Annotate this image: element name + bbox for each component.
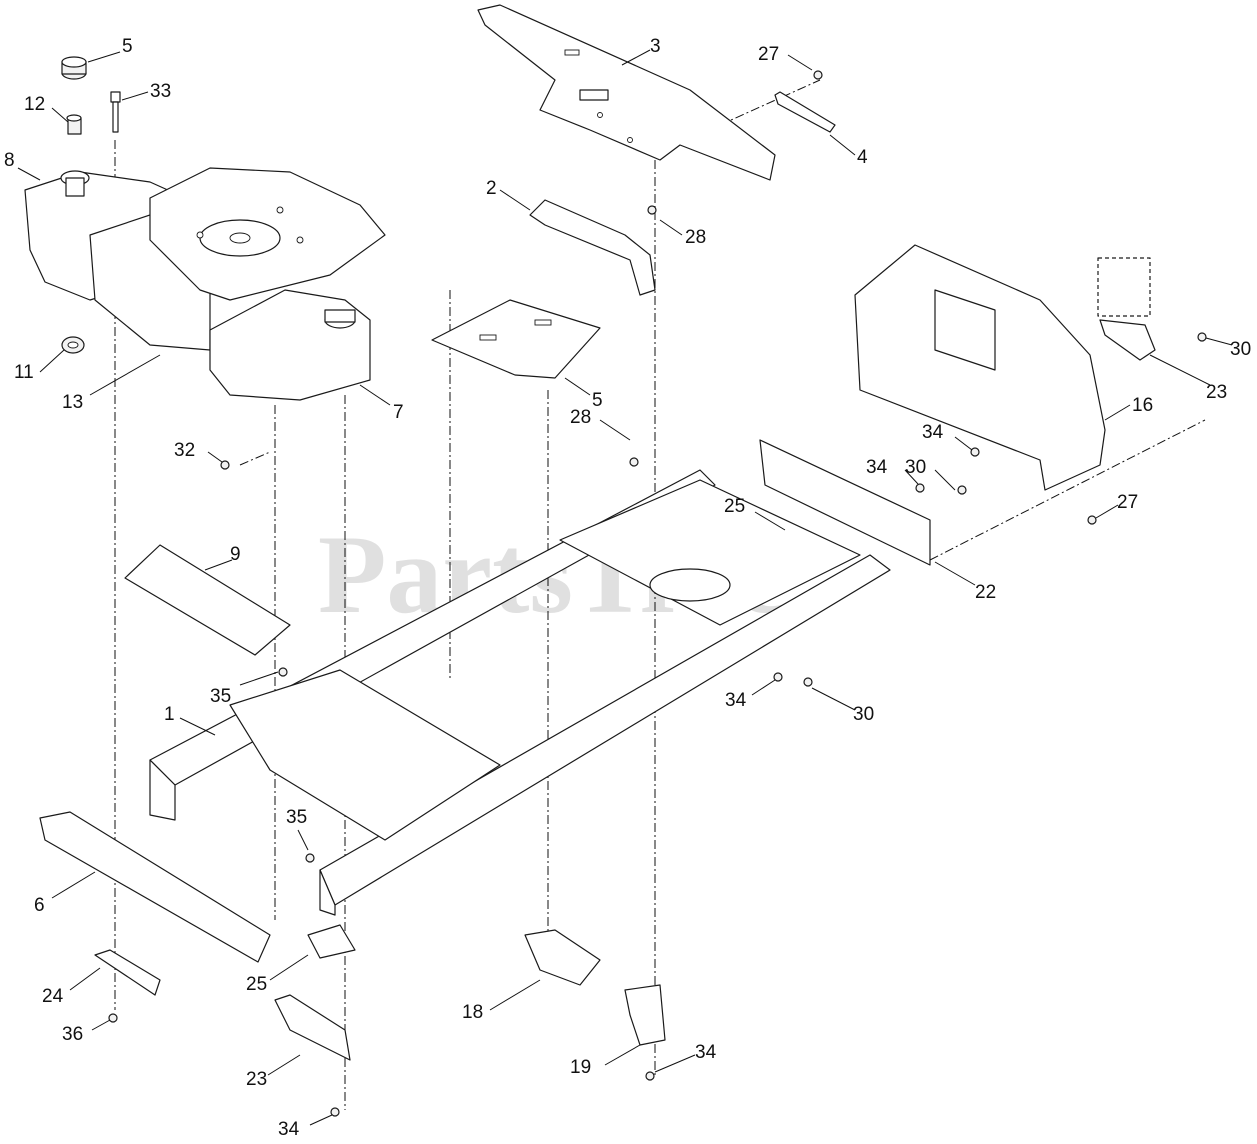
- callout-28-mid: 28: [570, 407, 591, 428]
- fasteners: [108, 70, 1207, 1117]
- main-frame: [149, 469, 891, 916]
- fuel-cap: [61, 56, 87, 80]
- bracket-23: [94, 949, 161, 996]
- bracket-19: [624, 984, 666, 1046]
- callout-11: 11: [14, 362, 34, 383]
- callout-34-right: 34: [922, 422, 944, 443]
- callout-3: 3: [650, 36, 661, 57]
- plate-9: [124, 544, 291, 656]
- callout-28-top: 28: [685, 227, 706, 248]
- callout-30-mid: 30: [905, 457, 926, 478]
- callout-27-top: 27: [758, 44, 779, 65]
- tank-top-deck: [149, 167, 386, 301]
- callout-36: 36: [62, 1024, 83, 1045]
- callout-8: 8: [4, 150, 15, 171]
- callout-24: 25: [246, 974, 267, 995]
- fuel-cap-adapter: [66, 114, 82, 135]
- bracket-24: [307, 924, 356, 959]
- bracket-2: [529, 199, 656, 296]
- front-bar: [39, 811, 271, 963]
- bracket-21: [1097, 257, 1156, 361]
- bracket-4: [774, 91, 836, 133]
- fuel-tank-right: [209, 289, 371, 401]
- callout-34-mid: 34: [866, 457, 888, 478]
- rear-plate: [759, 439, 931, 566]
- callout-20: 22: [975, 582, 996, 603]
- callout-25: 25: [724, 496, 745, 517]
- callout-27-right: 27: [1117, 492, 1138, 513]
- seat-shroud: [854, 244, 1106, 491]
- callout-34-bottom: 34: [278, 1119, 300, 1140]
- leader-lines: [17, 49, 1233, 1126]
- callout-18: 18: [462, 1002, 483, 1023]
- callout-5: 5: [592, 390, 603, 411]
- callout-23: 24: [42, 986, 64, 1007]
- tank-grommet: [61, 336, 85, 354]
- callout-30-center: 30: [853, 704, 874, 725]
- callout-13: 13: [62, 392, 83, 413]
- callout-33: 35: [210, 686, 231, 707]
- callout-9: 9: [230, 544, 241, 565]
- callout-1: 1: [164, 704, 175, 725]
- callout-2: 2: [486, 178, 497, 199]
- callout-7: 7: [393, 402, 404, 423]
- callout-34-bottom-right: 34: [695, 1042, 717, 1063]
- callout-21: 23: [1206, 382, 1227, 403]
- top-bracket: [477, 4, 776, 181]
- callout-16: 16: [1132, 395, 1153, 416]
- callout-4: 4: [857, 147, 868, 168]
- plate-5: [431, 299, 601, 379]
- callout-32: 32: [174, 440, 195, 461]
- bolt-31: [110, 91, 121, 133]
- callout-labels: 5 33 12 8 11 13 7 3 27 4 2 28 5 28 16 23…: [4, 36, 1251, 1140]
- callout-30-right: 30: [1230, 339, 1251, 360]
- callout-31: 33: [150, 81, 171, 102]
- callout-19: 19: [570, 1057, 591, 1078]
- callout-34-center: 34: [725, 690, 747, 711]
- bracket-18: [524, 929, 601, 986]
- callout-6: 6: [34, 895, 45, 916]
- callout-35: 35: [286, 807, 307, 828]
- bracket-22: [274, 994, 351, 1061]
- callout-12: 12: [24, 94, 45, 115]
- callout-22: 23: [246, 1069, 267, 1090]
- callout-10: 5: [122, 36, 133, 57]
